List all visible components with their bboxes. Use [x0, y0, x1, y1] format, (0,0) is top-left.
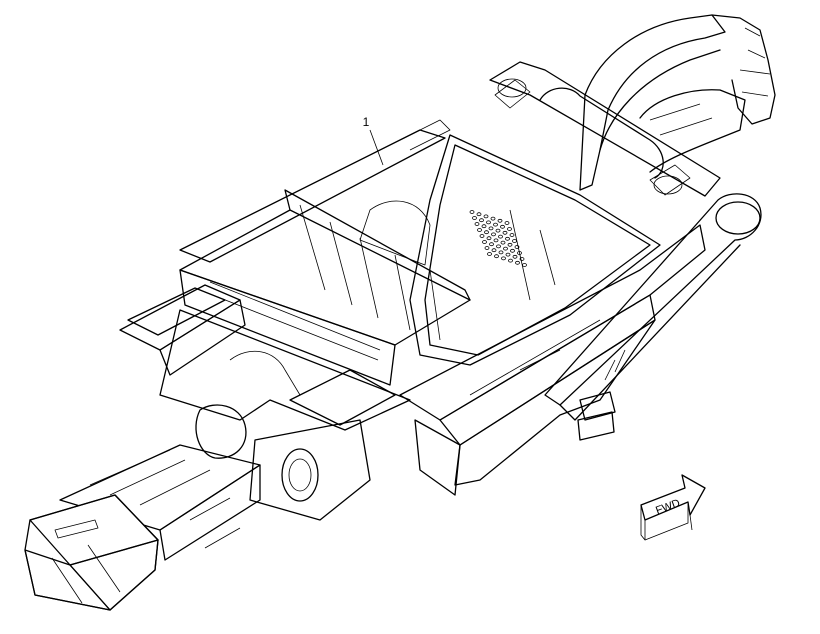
center-cross-member [127, 189, 471, 386]
perforation-hole [505, 236, 510, 241]
perforation-hole [500, 240, 506, 245]
perforation-hole [482, 240, 487, 244]
link-arm [544, 193, 762, 441]
perforation-hole [491, 232, 496, 237]
perforation-hole [488, 226, 494, 231]
perforation-hole [509, 233, 515, 237]
perforation-hole [481, 224, 487, 229]
perforation-hole [484, 230, 489, 235]
perforation-hole [517, 251, 522, 255]
callout-1: 1 [363, 115, 384, 166]
perforation-hole [487, 252, 492, 256]
perforation-hole [503, 246, 508, 251]
rear-cross-tube [489, 61, 721, 197]
front-bumper [24, 494, 159, 611]
perforation-hole [508, 258, 513, 263]
right-side-rail [399, 224, 706, 496]
perforation-hole [515, 260, 520, 265]
perforation-hole [522, 263, 527, 267]
perforation-hole [510, 248, 515, 253]
perforation-hole [474, 222, 480, 226]
perforation-hole [493, 222, 498, 227]
perforation-hole [498, 250, 504, 255]
perforation-hole [484, 246, 490, 250]
perforation-hole [507, 242, 513, 247]
perforation-hole [476, 212, 482, 217]
perforation-hole [493, 238, 499, 243]
perforation-hole [512, 239, 517, 243]
perforation-hole [502, 230, 508, 235]
perforation-hole [519, 257, 525, 261]
perforation-hole [479, 218, 484, 223]
perforation-hole [479, 234, 485, 238]
perforation-hole [491, 248, 497, 253]
perforation-hole [505, 252, 511, 257]
perforation-hole [496, 244, 501, 249]
perforation-hole [486, 220, 491, 225]
callout-1-label: 1 [363, 115, 370, 129]
perforation-hole [495, 228, 501, 233]
front-section [59, 309, 411, 561]
rear-arch-structure [579, 14, 776, 191]
perforation-hole [469, 210, 475, 214]
perforation-hole [497, 218, 503, 223]
perforation-hole [490, 216, 496, 221]
perforation-grid [469, 210, 527, 267]
perforation-hole [512, 254, 518, 259]
perforation-hole [501, 256, 506, 261]
perforation-hole [498, 234, 503, 239]
perforation-hole [472, 216, 477, 220]
perforation-hole [507, 227, 512, 231]
rear-bed [359, 134, 661, 366]
perforation-hole [489, 242, 494, 247]
perforation-hole [494, 254, 499, 259]
perforation-hole [500, 224, 505, 229]
left-side-rail [119, 119, 451, 376]
perforation-hole [514, 245, 520, 249]
fwd-arrow: FWD [640, 474, 706, 541]
perforation-hole [483, 214, 489, 219]
perforation-hole [477, 228, 482, 232]
perforation-hole [486, 236, 492, 241]
perforation-hole [504, 221, 510, 225]
